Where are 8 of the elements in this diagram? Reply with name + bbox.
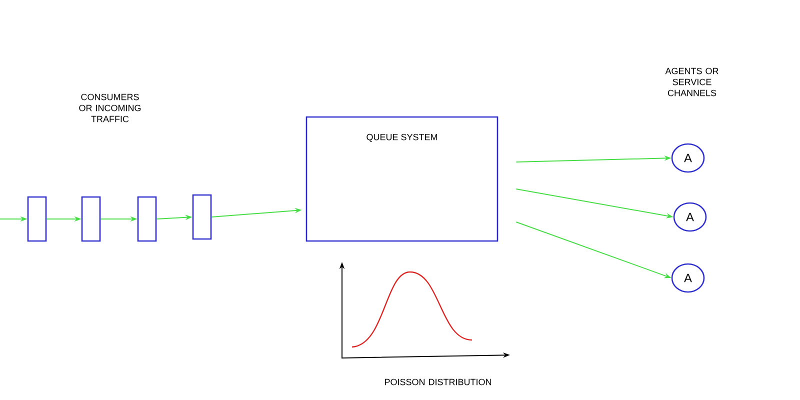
customer-box (81, 196, 101, 242)
label-text: CONSUMERS OR INCOMING TRAFFIC (79, 94, 141, 122)
queue-box: QUEUE SYSTEM (306, 116, 498, 242)
customer-box (137, 196, 157, 242)
label-text: POISSON DISTRIBUTION (384, 378, 492, 386)
customer-box (192, 194, 212, 240)
customer-box (27, 196, 47, 242)
label-text: AGENTS OR SERVICE CHANNELS (665, 68, 718, 96)
